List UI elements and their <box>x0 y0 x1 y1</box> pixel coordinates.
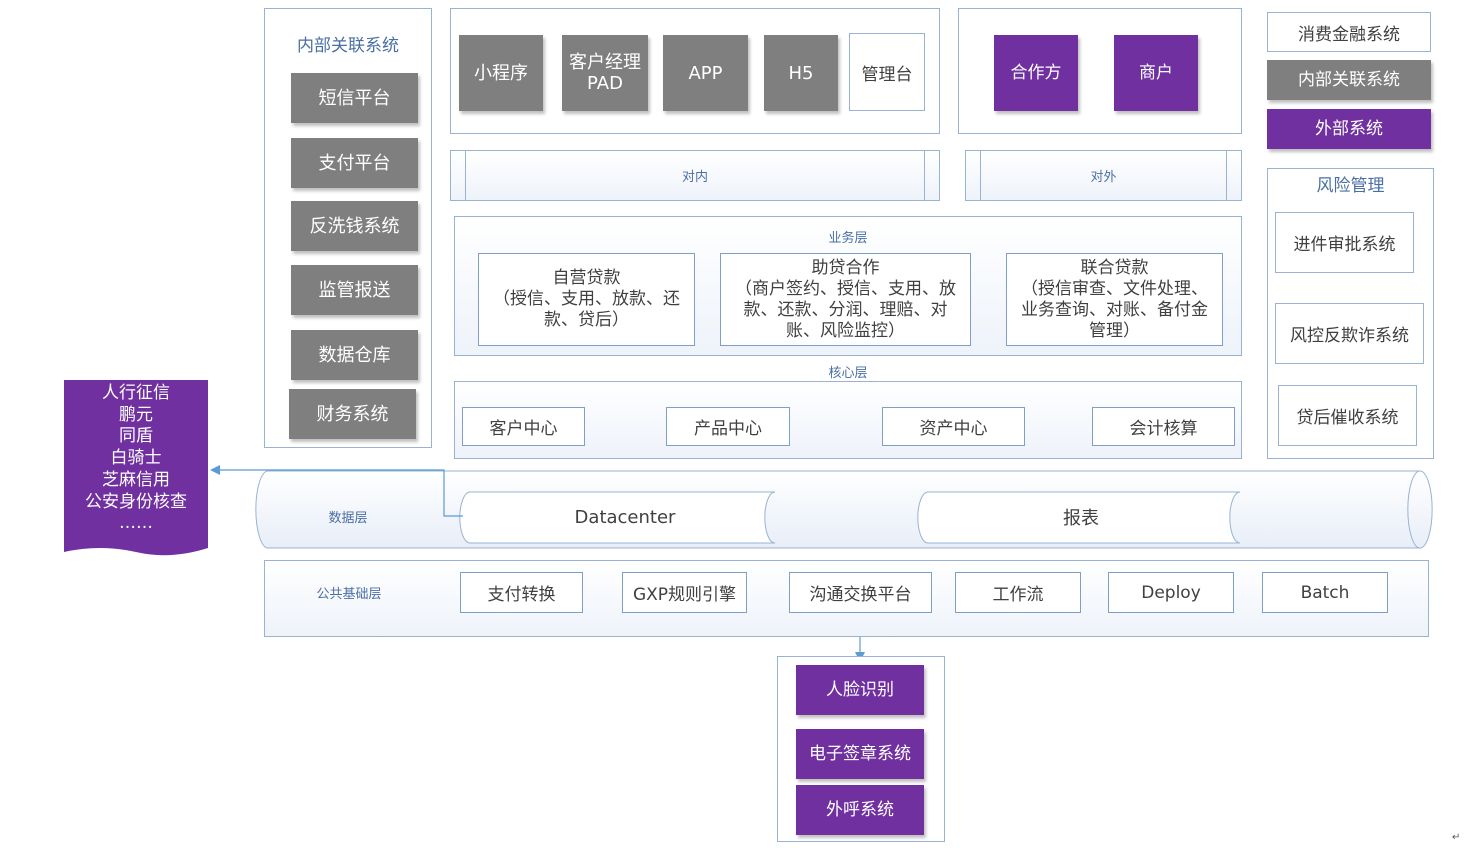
source-pboc-credit: 人行征信 <box>102 382 170 403</box>
internal-systems-title: 内部关联系统 <box>297 35 399 56</box>
self-operated-loan-name: 自营贷款 <box>552 268 621 288</box>
collection-box: 贷后催收系统 <box>1278 385 1417 446</box>
gxp-rule-engine-box: GXP规则引擎 <box>622 572 747 613</box>
external-sources-shape <box>64 380 208 556</box>
core-layer-panel: 客户中心 产品中心 资产中心 会计核算 <box>454 381 1242 459</box>
partners-panel: 合作方 商户 <box>958 8 1242 134</box>
payment-platform-box: 支付平台 <box>291 138 418 188</box>
product-center-box: 产品中心 <box>666 407 790 446</box>
inner-gateway-label: 对内 <box>681 170 708 185</box>
sms-platform-box: 短信平台 <box>291 73 418 123</box>
data-warehouse-box: 数据仓库 <box>291 330 418 380</box>
source-tongdun: 同盾 <box>119 426 153 447</box>
data-layer-cylinder <box>255 470 1433 549</box>
risk-management-title: 风险管理 <box>1316 175 1385 196</box>
channel-panel: 小程序 客户经理 PAD APP H5 管理台 <box>450 8 940 134</box>
business-layer-panel: 业务层 自营贷款 （授信、支用、放款、还款、贷后） 助贷合作 （商户签约、授信、… <box>454 216 1242 356</box>
report-label: 报表 <box>1063 508 1099 529</box>
app-box: APP <box>663 35 748 111</box>
source-police-id-check: 公安身份核查 <box>85 491 187 512</box>
asset-center-box: 资产中心 <box>882 407 1025 446</box>
outer-gateway-bar: 对外 <box>965 150 1242 201</box>
joint-loan-desc: （授信审查、文件处理、业务查询、对账、备付金管理） <box>1021 278 1208 341</box>
admin-console-box: 管理台 <box>849 33 925 111</box>
h5-box: H5 <box>764 35 838 111</box>
source-ellipsis: …… <box>119 513 153 534</box>
joint-loan-name: 联合贷款 <box>1080 257 1149 278</box>
business-layer-title: 业务层 <box>828 230 868 246</box>
deploy-box: Deploy <box>1108 572 1234 613</box>
face-recognition-box: 人脸识别 <box>796 665 924 715</box>
account-manager-pad-box: 客户经理 PAD <box>562 35 648 111</box>
data-layer-title: 数据层 <box>328 510 368 526</box>
communication-exchange-box: 沟通交换平台 <box>789 572 932 613</box>
source-zhima-credit: 芝麻信用 <box>102 469 170 490</box>
inner-gateway-bar: 对内 <box>450 150 940 201</box>
outbound-call-box: 外呼系统 <box>796 785 924 835</box>
data-to-external-connector <box>210 465 463 517</box>
e-signature-box: 电子签章系统 <box>796 729 924 779</box>
finance-system-box: 财务系统 <box>289 389 416 439</box>
regulatory-report-box: 监管报送 <box>291 265 418 315</box>
payment-conversion-box: 支付转换 <box>460 572 583 613</box>
public-layer-title: 公共基础层 <box>316 586 382 602</box>
mini-program-box: 小程序 <box>459 35 543 111</box>
source-baiqishi: 白骑士 <box>110 448 162 469</box>
datacenter-label: Datacenter <box>574 506 676 528</box>
partner-box: 合作方 <box>994 35 1078 111</box>
anti-fraud-box: 风控反欺诈系统 <box>1275 303 1424 364</box>
external-services-panel: 人脸识别 电子签章系统 外呼系统 <box>777 656 945 842</box>
application-approval-box: 进件审批系统 <box>1275 212 1414 273</box>
assisted-loan-name: 助贷合作 <box>811 257 880 278</box>
source-pengyuan: 鹏元 <box>119 404 153 425</box>
outer-gateway-label: 对外 <box>1090 170 1117 185</box>
legend-external-system: 外部系统 <box>1267 109 1431 149</box>
assisted-loan-desc: （商户签约、授信、支用、放款、还款、分润、理赔、对账、风险监控） <box>735 278 956 341</box>
self-operated-loan-box: 自营贷款 （授信、支用、放款、还款、贷后） <box>478 253 695 346</box>
public-layer-panel: 公共基础层 支付转换 GXP规则引擎 沟通交换平台 工作流 Deploy Bat… <box>264 560 1429 637</box>
core-layer-title: 核心层 <box>828 365 868 381</box>
merchant-box: 商户 <box>1114 35 1198 111</box>
batch-box: Batch <box>1262 572 1388 613</box>
assisted-loan-box: 助贷合作 （商户签约、授信、支用、放款、还款、分润、理赔、对账、风险监控） <box>720 253 971 346</box>
report-cylinder <box>917 491 1241 544</box>
paragraph-mark-icon: ↵ <box>1452 832 1461 843</box>
internal-systems-panel: 内部关联系统 短信平台 支付平台 反洗钱系统 监管报送 数据仓库 财务系统 <box>264 8 432 448</box>
risk-management-panel: 风险管理 进件审批系统 风控反欺诈系统 贷后催收系统 <box>1267 168 1434 459</box>
anti-money-laundering-box: 反洗钱系统 <box>291 201 418 251</box>
legend-internal-system: 内部关联系统 <box>1267 60 1431 100</box>
customer-center-box: 客户中心 <box>462 407 585 446</box>
datacenter-cylinder <box>459 491 776 544</box>
legend-consumer-finance: 消费金融系统 <box>1267 12 1431 52</box>
self-operated-loan-desc: （授信、支用、放款、还款、贷后） <box>493 289 680 330</box>
external-sources-list: 人行征信 鹏元 同盾 白骑士 芝麻信用 公安身份核查 …… <box>64 382 208 536</box>
workflow-box: 工作流 <box>955 572 1081 613</box>
accounting-box: 会计核算 <box>1092 407 1235 446</box>
joint-loan-box: 联合贷款 （授信审查、文件处理、业务查询、对账、备付金管理） <box>1006 253 1223 346</box>
